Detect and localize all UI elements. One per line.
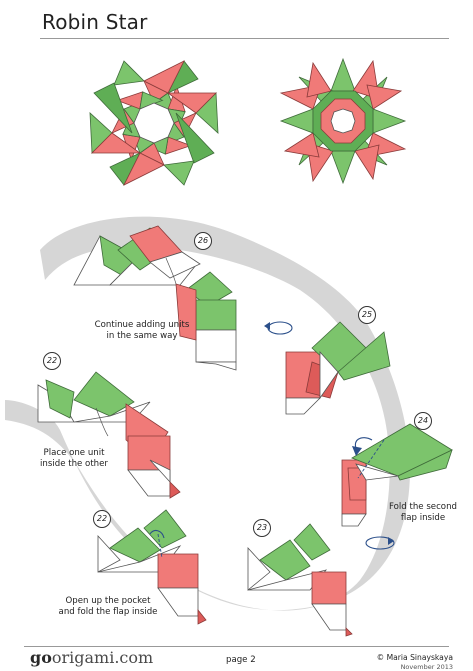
step-number-25: 25 xyxy=(358,306,376,324)
caption-step-22b: Open up the pocket and fold the flap ins… xyxy=(58,596,158,617)
copyright: © Maria Sinayskaya xyxy=(376,653,453,662)
step-26-diagram xyxy=(73,225,237,371)
site-logo[interactable]: goorigami.com xyxy=(30,648,153,667)
step-25-diagram xyxy=(285,321,391,415)
page-number: page 2 xyxy=(226,655,256,665)
rotate-arrow-23 xyxy=(365,536,395,550)
step-number-24: 24 xyxy=(414,412,432,430)
step-23-diagram xyxy=(247,523,353,637)
rotate-arrow-25 xyxy=(264,321,293,335)
step-number-22b: 22 xyxy=(93,510,111,528)
logo-go: go xyxy=(30,648,52,667)
title-divider xyxy=(40,38,449,39)
fold-arrow-24 xyxy=(352,437,373,456)
step-24-diagram xyxy=(341,423,453,527)
caption-step-26: Continue adding units in the same way xyxy=(94,320,190,341)
copyright-date: November 2013 xyxy=(400,663,453,671)
footer-divider xyxy=(24,646,449,647)
caption-step-24: Fold the second flap inside xyxy=(389,502,457,523)
finished-star-left xyxy=(89,60,219,186)
step-22b-diagram xyxy=(97,509,207,625)
finished-star-right xyxy=(279,57,407,185)
step-number-22a: 22 xyxy=(43,352,61,370)
step-number-23: 23 xyxy=(253,519,271,537)
step-22a-diagram xyxy=(37,371,181,499)
caption-step-22a: Place one unit inside the other xyxy=(40,448,108,469)
logo-rest: origami.com xyxy=(51,648,154,667)
page-title: Robin Star xyxy=(42,10,148,34)
step-number-26: 26 xyxy=(194,232,212,250)
